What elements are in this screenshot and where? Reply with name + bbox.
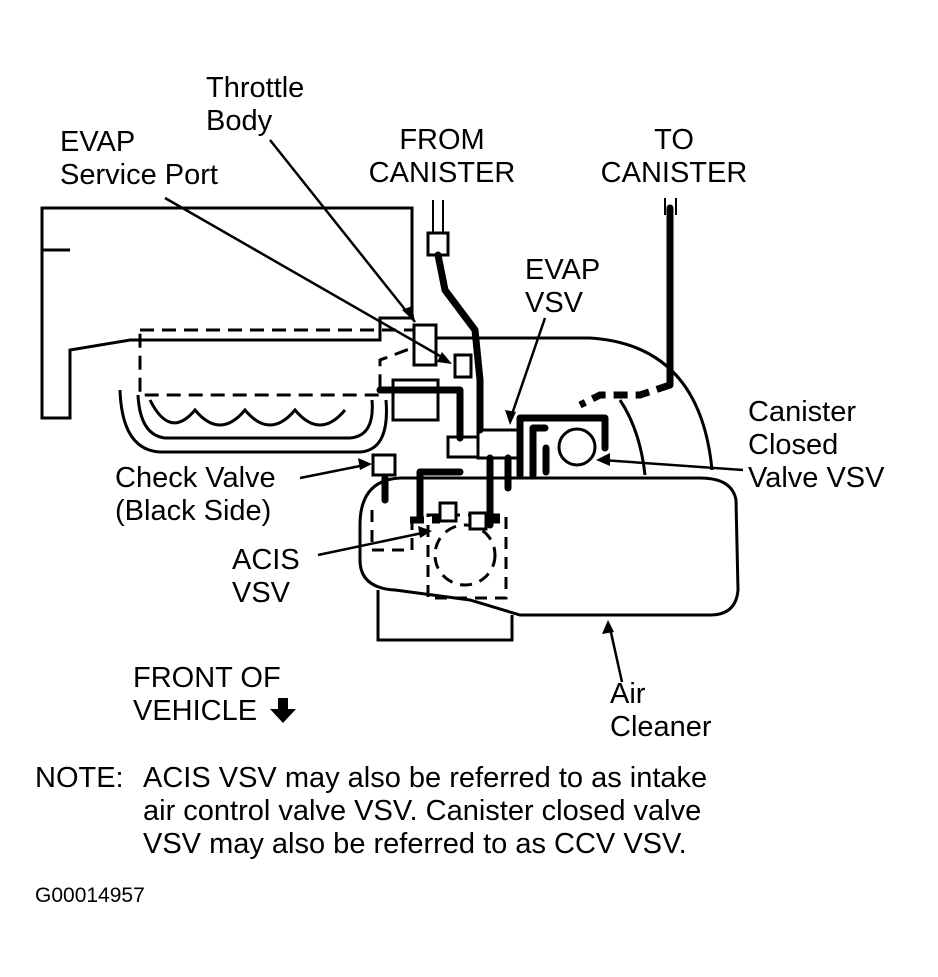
vacuum-hoses — [376, 204, 674, 529]
evap-service-port — [453, 353, 473, 379]
figure-code: G00014957 — [35, 884, 145, 907]
leader-arrowheads — [358, 306, 614, 634]
throttle-body-label-line2: Body — [206, 105, 273, 137]
throttle-body-label-line1: Throttle — [206, 72, 305, 104]
ccv-vsv-label-line1: Canister — [748, 396, 856, 428]
air-cleaner-dashed-left — [370, 510, 414, 552]
from-canister-tube — [432, 200, 444, 233]
plenum-dashed-outline — [138, 328, 422, 397]
engine-block — [40, 206, 414, 420]
acis-vsv-label: ACIS VSV — [232, 544, 300, 610]
front-of-vehicle-label-line2-row: VEHICLE — [133, 695, 297, 728]
note-prefix: NOTE: — [35, 762, 124, 794]
from-canister-label: FROM CANISTER — [357, 124, 527, 190]
air-cleaner-label-line2: Cleaner — [610, 711, 712, 743]
check-valve-component — [371, 453, 397, 477]
down-arrow-icon — [270, 698, 297, 723]
evap-service-port-label: EVAP Service Port — [60, 126, 218, 192]
ccv-vsv-label-line2: Closed — [748, 429, 839, 461]
front-of-vehicle-label: FRONT OF VEHICLE — [133, 662, 297, 728]
throttle-body — [391, 323, 440, 422]
ccv-vsv-label-line3: Valve VSV — [748, 462, 885, 494]
note-line-3: VSV may also be referred to as CCV VSV. — [143, 828, 687, 860]
evap-service-port-label-line2: Service Port — [60, 159, 218, 191]
leader-lines — [164, 139, 744, 683]
intake-manifold — [118, 389, 388, 454]
to-canister-label-line1: TO — [654, 124, 694, 156]
acis-vsv-component — [426, 513, 508, 600]
hidden-hoses — [410, 381, 672, 524]
acis-vsv-connectors — [438, 501, 488, 531]
from-canister-label-line2: CANISTER — [368, 157, 516, 189]
ccv-vsv-component — [557, 427, 597, 467]
front-of-vehicle-label-line1: FRONT OF — [133, 662, 281, 694]
to-canister-label: TO CANISTER — [588, 124, 760, 190]
from-canister-label-line1: FROM — [399, 124, 485, 156]
evap-vsv-label: EVAP VSV — [525, 254, 600, 320]
to-canister-label-line2: CANISTER — [600, 157, 748, 189]
evap-service-port-label-line1: EVAP — [60, 126, 136, 158]
note-line-2: air control valve VSV. Canister closed v… — [143, 795, 702, 827]
to-canister-tube — [664, 198, 677, 215]
air-cleaner-label: Air Cleaner — [610, 678, 712, 744]
check-valve-label: Check Valve (Black Side) — [115, 462, 276, 528]
front-of-vehicle-label-line2: VEHICLE — [133, 695, 258, 727]
air-cleaner-label-line1: Air — [610, 678, 646, 710]
check-valve-label-line2: (Black Side) — [115, 495, 272, 527]
acis-vsv-label-line2: VSV — [232, 577, 291, 609]
check-valve-label-line1: Check Valve — [115, 462, 276, 494]
throttle-body-label: Throttle Body — [206, 72, 304, 138]
note-line-1: ACIS VSV may also be referred to as inta… — [143, 762, 708, 794]
evap-vsv-label-line1: EVAP — [525, 254, 601, 286]
acis-vsv-label-line1: ACIS — [232, 544, 300, 576]
evap-vsv-label-line2: VSV — [525, 287, 584, 319]
ccv-vsv-label: Canister Closed Valve VSV — [748, 396, 884, 495]
